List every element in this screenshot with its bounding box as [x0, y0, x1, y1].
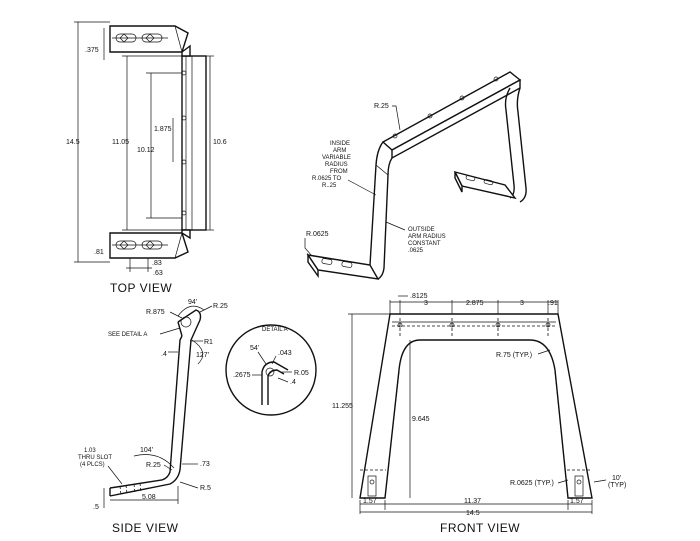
dim-11-05: 11.05 — [112, 139, 129, 146]
see-detail-a: SEE DETAIL A — [108, 332, 147, 338]
side-view: R.875 94' R.25 SEE DETAIL A R1 .4 127' 1… — [78, 299, 228, 535]
front-d-1-57a: 1.57 — [363, 498, 377, 505]
dim-14-5: 14.5 — [66, 139, 80, 146]
outside-note-1: OUTSIDE — [408, 227, 435, 233]
dim-375: .375 — [85, 47, 99, 54]
top-view: 14.5 .375 — [66, 21, 227, 295]
front-typ: (TYP) — [608, 482, 626, 489]
inside-note-1: INSIDE — [330, 141, 350, 147]
dim-10-6: 10.6 — [213, 139, 227, 146]
inside-note-2: ARM — [333, 148, 346, 154]
dim-81: .81 — [94, 249, 104, 256]
side-view-title: SIDE VIEW — [112, 521, 179, 535]
side-r1: R1 — [204, 339, 213, 346]
isometric-view: R.25 INSIDE ARM VARIABLE RADIUS FROM R.0… — [304, 71, 527, 280]
front-d-2-875: 2.875 — [466, 300, 484, 307]
outside-note-4: .0625 — [408, 248, 424, 254]
dim-10-12: 10.12 — [137, 147, 155, 154]
side-d-4: .4 — [161, 351, 167, 358]
slot-note-1: 1.03 — [84, 448, 96, 454]
side-r-25: R.25 — [213, 303, 228, 310]
iso-r-25: R.25 — [374, 103, 389, 110]
front-r-0625: R.0625 (TYP.) — [510, 480, 554, 487]
front-r-75: R.75 (TYP.) — [496, 352, 532, 359]
detail-r-05: R.05 — [294, 370, 309, 377]
side-r-5: R.5 — [200, 485, 211, 492]
front-d-8125: .8125 — [410, 293, 428, 300]
outside-note-2: ARM RADIUS — [408, 234, 446, 240]
inside-note-3: VARIABLE — [322, 155, 351, 161]
top-view-title: TOP VIEW — [110, 281, 172, 295]
side-d-73: .73 — [200, 461, 210, 468]
outside-note-3: CONSTANT — [408, 241, 441, 247]
side-a-94: 94' — [188, 299, 197, 306]
side-r-25b: R.25 — [146, 462, 161, 469]
detail-043: .043 — [278, 350, 292, 357]
side-d-5-08: 5.08 — [142, 494, 156, 501]
front-d-11-255: 11.255 — [332, 403, 353, 410]
front-view-title: FRONT VIEW — [440, 521, 520, 535]
slot-note-2: THRU SLOT — [78, 455, 112, 461]
front-d-9-645: 9.645 — [412, 416, 430, 423]
front-d-14-5: 14.5 — [466, 510, 480, 517]
front-d-3a: 3 — [424, 300, 428, 307]
inside-note-4: RADIUS — [325, 162, 348, 168]
iso-r-0625: R.0625 — [306, 231, 329, 238]
inside-note-5: FROM — [330, 169, 348, 175]
front-d-1-57b: 1.57 — [570, 498, 584, 505]
detail-a-title: DETAIL A — [262, 327, 288, 333]
side-a-104: 104' — [140, 447, 153, 454]
dim-1-875: 1.875 — [154, 126, 172, 133]
inside-note-6: R.0625 TO — [312, 176, 341, 182]
front-d-3b: 3 — [520, 300, 524, 307]
detail-a: DETAIL A 54' .043 .2675 R.05 .4 — [225, 324, 317, 416]
side-d-5: .5 — [93, 504, 99, 511]
front-view: .8125 3 2.875 3 .91 R.75 (TYP.) 11.255 9… — [332, 293, 626, 535]
detail-2675: .2675 — [233, 372, 251, 379]
front-d-91: .91 — [548, 300, 558, 307]
detail-a-54: 54' — [250, 345, 259, 352]
front-a-10: 10' — [612, 475, 621, 482]
dim-83: .83 — [152, 260, 162, 267]
side-r-875: R.875 — [146, 309, 165, 316]
slot-note-3: (4 PLCS) — [80, 462, 105, 468]
front-d-11-37: 11.37 — [464, 498, 481, 505]
detail-d-4: .4 — [290, 379, 296, 386]
top-slots — [112, 33, 168, 250]
inside-note-7: R..25 — [322, 183, 337, 189]
dim-63: .63 — [153, 270, 163, 277]
